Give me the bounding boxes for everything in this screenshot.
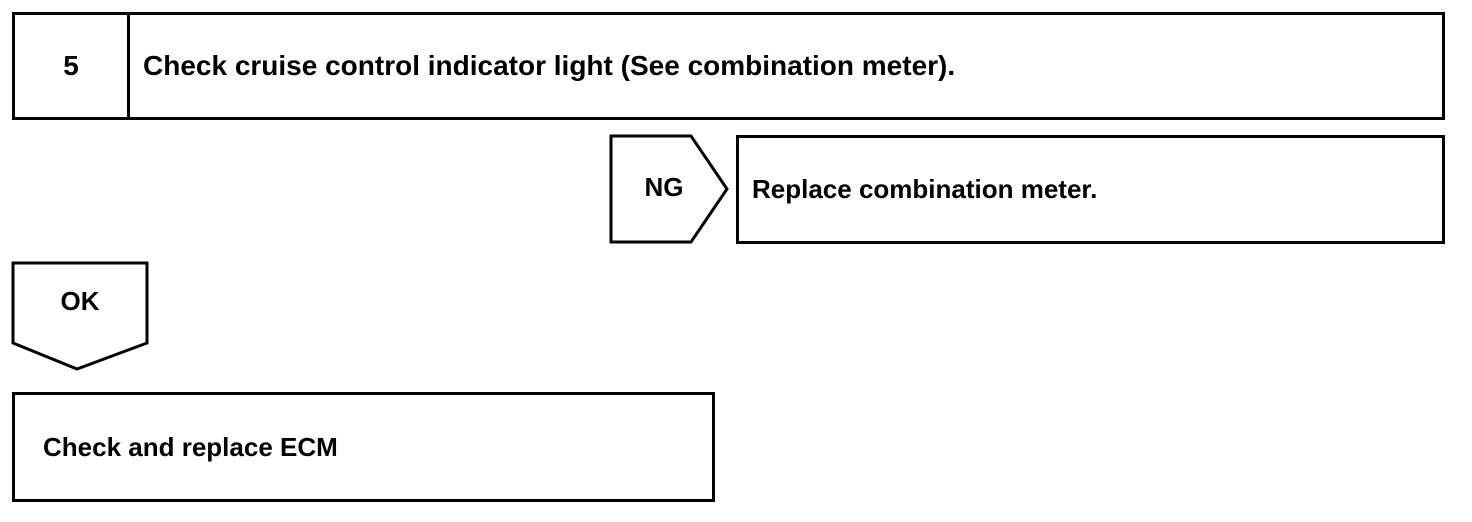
ok-label: OK [60,286,100,316]
ok-action-text: Check and replace ECM [43,431,338,462]
step-box: 5 Check cruise control indicator light (… [12,12,1445,120]
ok-action-box: Check and replace ECM [12,392,715,502]
ng-label: NG [644,172,684,202]
ng-action-text: Replace combination meter. [752,174,1098,204]
step-title: Check cruise control indicator light (Se… [143,50,956,81]
step-number: 5 [15,15,130,117]
ng-action-box: Replace combination meter. [736,135,1445,244]
